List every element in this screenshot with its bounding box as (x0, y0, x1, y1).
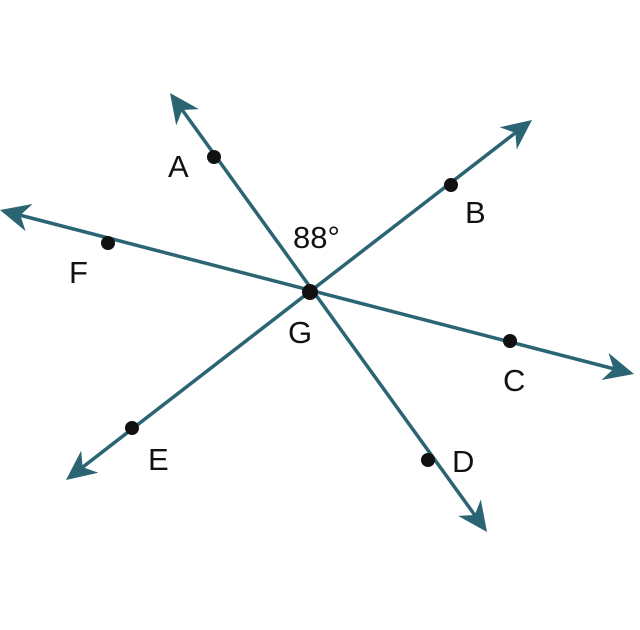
line-ad-arrow-end-icon (458, 499, 487, 532)
line-fc-arrow-start-icon (0, 203, 33, 232)
line-fc-arrow-end-icon (601, 352, 634, 381)
line-ad (177, 104, 480, 521)
label-c: C (503, 363, 525, 398)
label-g: G (288, 315, 312, 350)
point-f (101, 236, 115, 250)
line-ad-arrow-start-icon (170, 93, 199, 126)
line-be-arrow-start-icon (499, 120, 532, 150)
label-a: A (168, 149, 189, 184)
label-e: E (148, 442, 169, 477)
line-be-arrow-end-icon (66, 450, 99, 480)
point-e (125, 421, 139, 435)
point-d (421, 453, 435, 467)
angle-label: 88° (293, 220, 340, 255)
point-b (444, 178, 458, 192)
point-g (302, 284, 318, 300)
point-c (503, 334, 517, 348)
label-b: B (465, 195, 486, 230)
label-d: D (452, 444, 474, 479)
label-f: F (69, 255, 88, 290)
point-a (207, 150, 221, 164)
